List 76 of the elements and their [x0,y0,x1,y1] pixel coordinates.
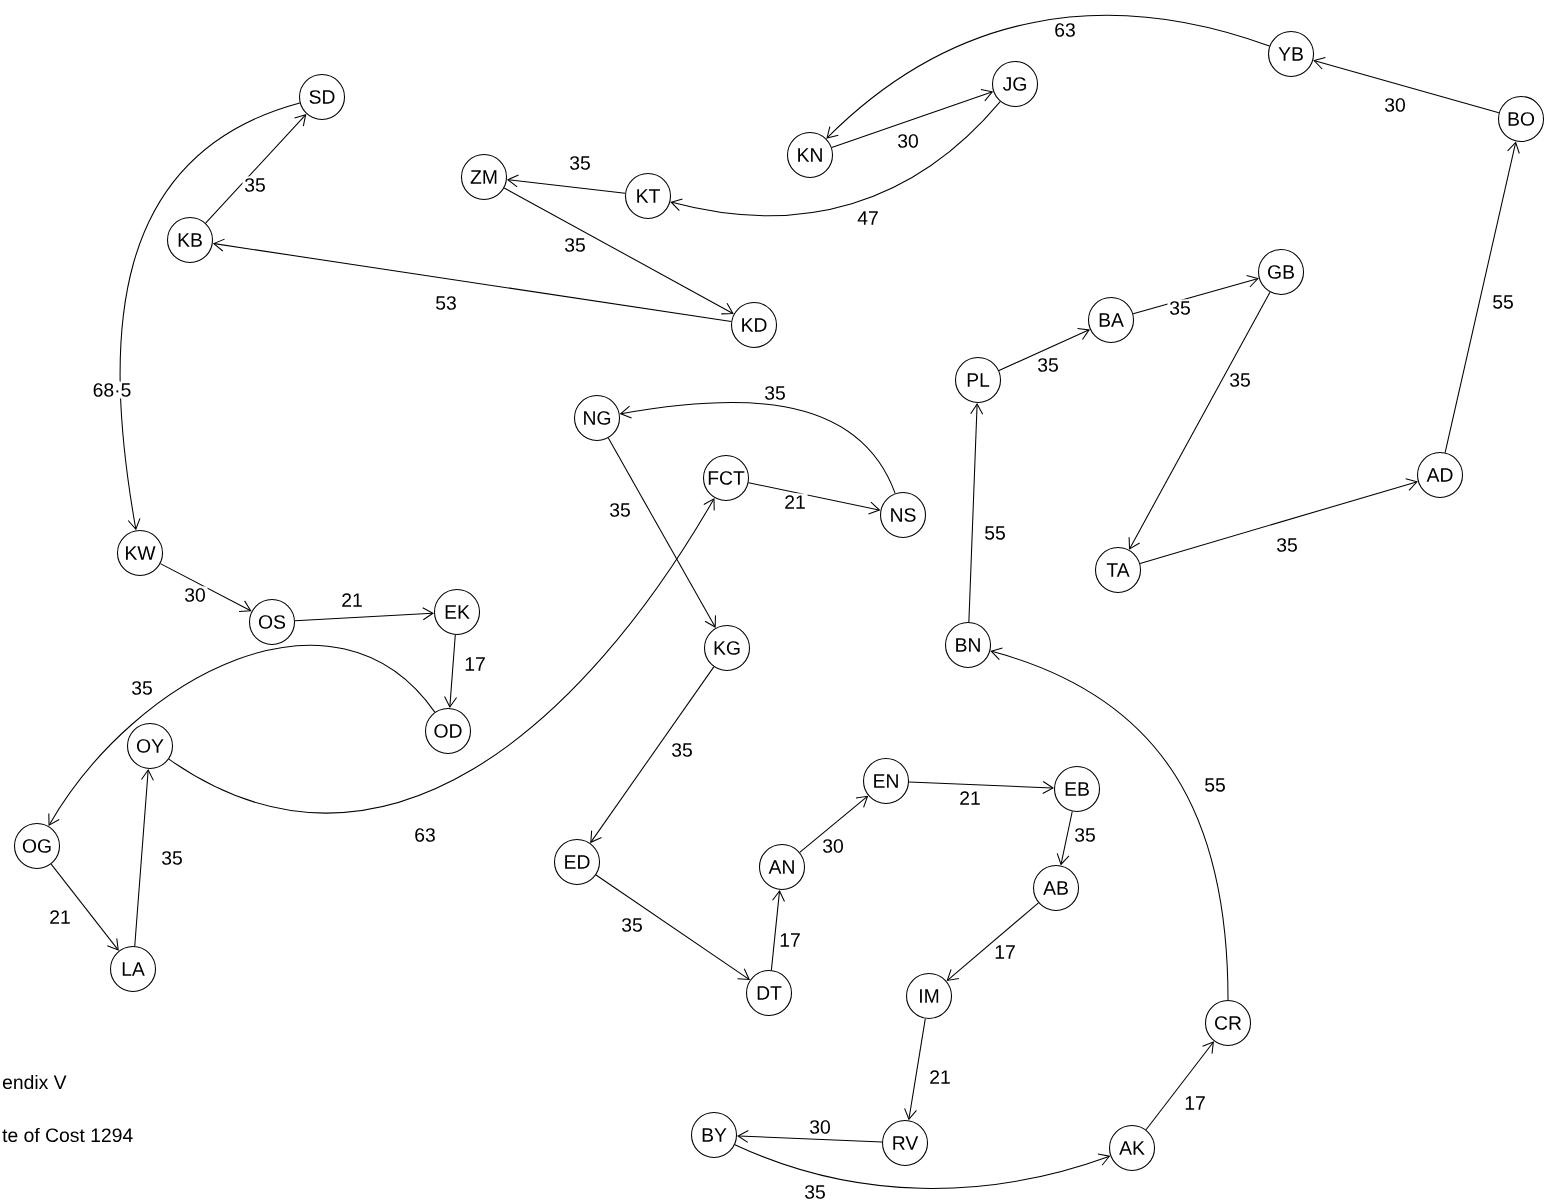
edge-label: 17 [1182,1094,1208,1112]
edge-label: 17 [777,931,803,949]
arrow [990,647,1229,1001]
arrow [1128,291,1271,550]
edge-label: 63 [1052,21,1078,39]
arrow [770,889,785,971]
edge-label: 35 [1274,536,1300,554]
arrow [799,795,869,853]
arrow [946,902,1039,982]
edge-label: 35 [669,741,695,759]
arrow [590,666,715,844]
arrow [737,1129,883,1143]
edge-label: 53 [433,294,459,312]
note-text: te of Cost 1294 [2,1127,133,1143]
arrow [48,644,436,827]
arrow [1056,811,1073,866]
edge-label: 30 [820,837,846,855]
arrow [607,437,716,628]
edge-label: 21 [47,908,73,926]
edge-label: 55 [1202,776,1228,794]
arrow [444,634,458,708]
note-text: endix V [2,1074,67,1090]
arrow [1139,478,1418,564]
edge-label: 21 [782,493,808,511]
edge-label: 30 [807,1118,833,1136]
edge-label: 68·5 [90,381,134,399]
arrow [831,88,994,148]
edge-label: 35 [762,384,788,402]
edge-label: 30 [1382,96,1408,114]
edge-label: 30 [182,586,208,604]
arrow [119,102,301,531]
arrow [968,403,984,623]
arrow [168,497,715,814]
edge-label: 35 [562,236,588,254]
edge-label: 47 [855,209,881,227]
edge-label: 17 [462,655,488,673]
arrow [734,1144,1111,1189]
arrow [619,401,896,494]
arrow [908,781,1054,795]
edge-label: 30 [895,132,921,150]
arrow [212,238,732,323]
arrow [998,328,1091,372]
edge-label: 35 [129,679,155,697]
edge-label: 35 [567,154,593,172]
arrow [595,874,750,980]
arrow [826,14,1270,139]
arrow [134,768,154,947]
arrow [670,101,1001,217]
edge-label: 35 [619,916,645,934]
edge-label: 35 [1227,371,1253,389]
arrow [294,607,434,622]
arrow [506,174,626,194]
arrow [1145,1041,1214,1131]
arrow [205,113,307,224]
arrow [904,1018,926,1121]
arrow [748,482,881,515]
edge-label: 21 [927,1068,953,1086]
edge-label: 55 [982,524,1008,542]
edge-label: 35 [1035,356,1061,374]
edge-label: 17 [992,943,1018,961]
edge-label: 35 [802,1183,828,1200]
arrow [503,187,734,315]
edge-label: 35 [159,849,185,867]
edge-label: 35 [1072,826,1098,844]
edge-label: 21 [957,789,983,807]
edge-label: 63 [412,826,438,844]
arrow [159,563,252,613]
edge-label: 55 [1490,293,1516,311]
arrow [1444,141,1520,454]
edge-label: 35 [242,176,268,194]
arrow [1132,274,1259,315]
arrow [1313,56,1500,114]
arrow [50,863,119,951]
edge-label: 21 [339,591,365,609]
edge-label: 35 [1167,299,1193,317]
edge-label: 35 [607,501,633,519]
